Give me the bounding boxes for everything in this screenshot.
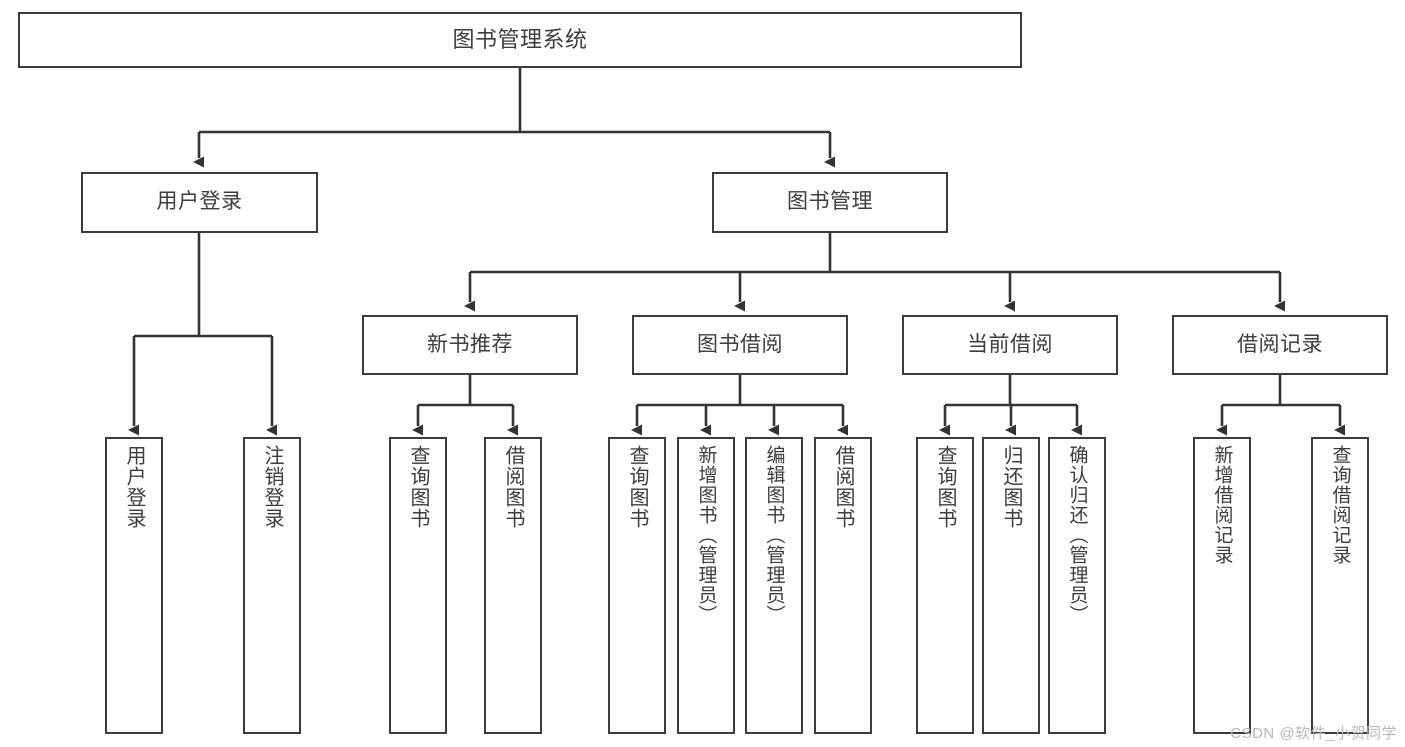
- node-leaf-query-record[interactable]: 查询借阅记录: [1311, 437, 1369, 734]
- node-leaf-logout-login-label: 注销登录: [261, 445, 283, 529]
- node-leaf-query-record-label: 查询借阅记录: [1329, 445, 1351, 565]
- node-book-manage[interactable]: 图书管理: [712, 172, 948, 233]
- node-leaf-add-book[interactable]: 新增图书（管理员）: [677, 437, 735, 734]
- node-leaf-add-book-label: 新增图书（管理员）: [695, 445, 717, 625]
- node-leaf-query-book-1[interactable]: 查询图书: [389, 437, 447, 734]
- node-book-borrow-label: 图书借阅: [697, 332, 783, 356]
- node-root-label: 图书管理系统: [452, 27, 588, 53]
- node-leaf-query-book-3-label: 查询图书: [934, 445, 956, 529]
- node-leaf-add-record[interactable]: 新增借阅记录: [1193, 437, 1251, 734]
- node-leaf-user-login-label: 用户登录: [123, 445, 145, 529]
- node-leaf-borrow-book-2-label: 借阅图书: [832, 445, 854, 529]
- node-borrow-record-label: 借阅记录: [1237, 332, 1323, 356]
- node-leaf-return-book[interactable]: 归还图书: [982, 437, 1040, 734]
- node-leaf-query-book-1-label: 查询图书: [407, 445, 429, 529]
- node-leaf-confirm-return[interactable]: 确认归还（管理员）: [1048, 437, 1106, 734]
- node-new-book-rec[interactable]: 新书推荐: [362, 315, 578, 375]
- node-leaf-logout-login[interactable]: 注销登录: [243, 437, 301, 734]
- node-leaf-return-book-label: 归还图书: [1000, 445, 1022, 529]
- node-leaf-query-book-3[interactable]: 查询图书: [916, 437, 974, 734]
- csdn-watermark: CSDN @软件_小贺同学: [1230, 725, 1397, 742]
- node-leaf-confirm-return-label: 确认归还（管理员）: [1066, 445, 1088, 625]
- node-new-book-rec-label: 新书推荐: [427, 332, 513, 356]
- node-root[interactable]: 图书管理系统: [18, 12, 1022, 68]
- node-current-borrow[interactable]: 当前借阅: [902, 315, 1118, 375]
- node-borrow-record[interactable]: 借阅记录: [1172, 315, 1388, 375]
- node-leaf-edit-book[interactable]: 编辑图书（管理员）: [745, 437, 803, 734]
- node-leaf-user-login[interactable]: 用户登录: [105, 437, 163, 734]
- node-leaf-borrow-book-1[interactable]: 借阅图书: [484, 437, 542, 734]
- node-book-borrow[interactable]: 图书借阅: [632, 315, 848, 375]
- node-leaf-add-record-label: 新增借阅记录: [1211, 445, 1233, 565]
- node-leaf-edit-book-label: 编辑图书（管理员）: [763, 445, 785, 625]
- node-leaf-borrow-book-2[interactable]: 借阅图书: [814, 437, 872, 734]
- node-leaf-borrow-book-1-label: 借阅图书: [502, 445, 524, 529]
- node-user-login-label: 用户登录: [156, 190, 243, 214]
- node-user-login[interactable]: 用户登录: [81, 172, 318, 233]
- node-leaf-query-book-2[interactable]: 查询图书: [608, 437, 666, 734]
- node-book-manage-label: 图书管理: [787, 190, 873, 214]
- node-current-borrow-label: 当前借阅: [967, 332, 1053, 356]
- node-leaf-query-book-2-label: 查询图书: [626, 445, 648, 529]
